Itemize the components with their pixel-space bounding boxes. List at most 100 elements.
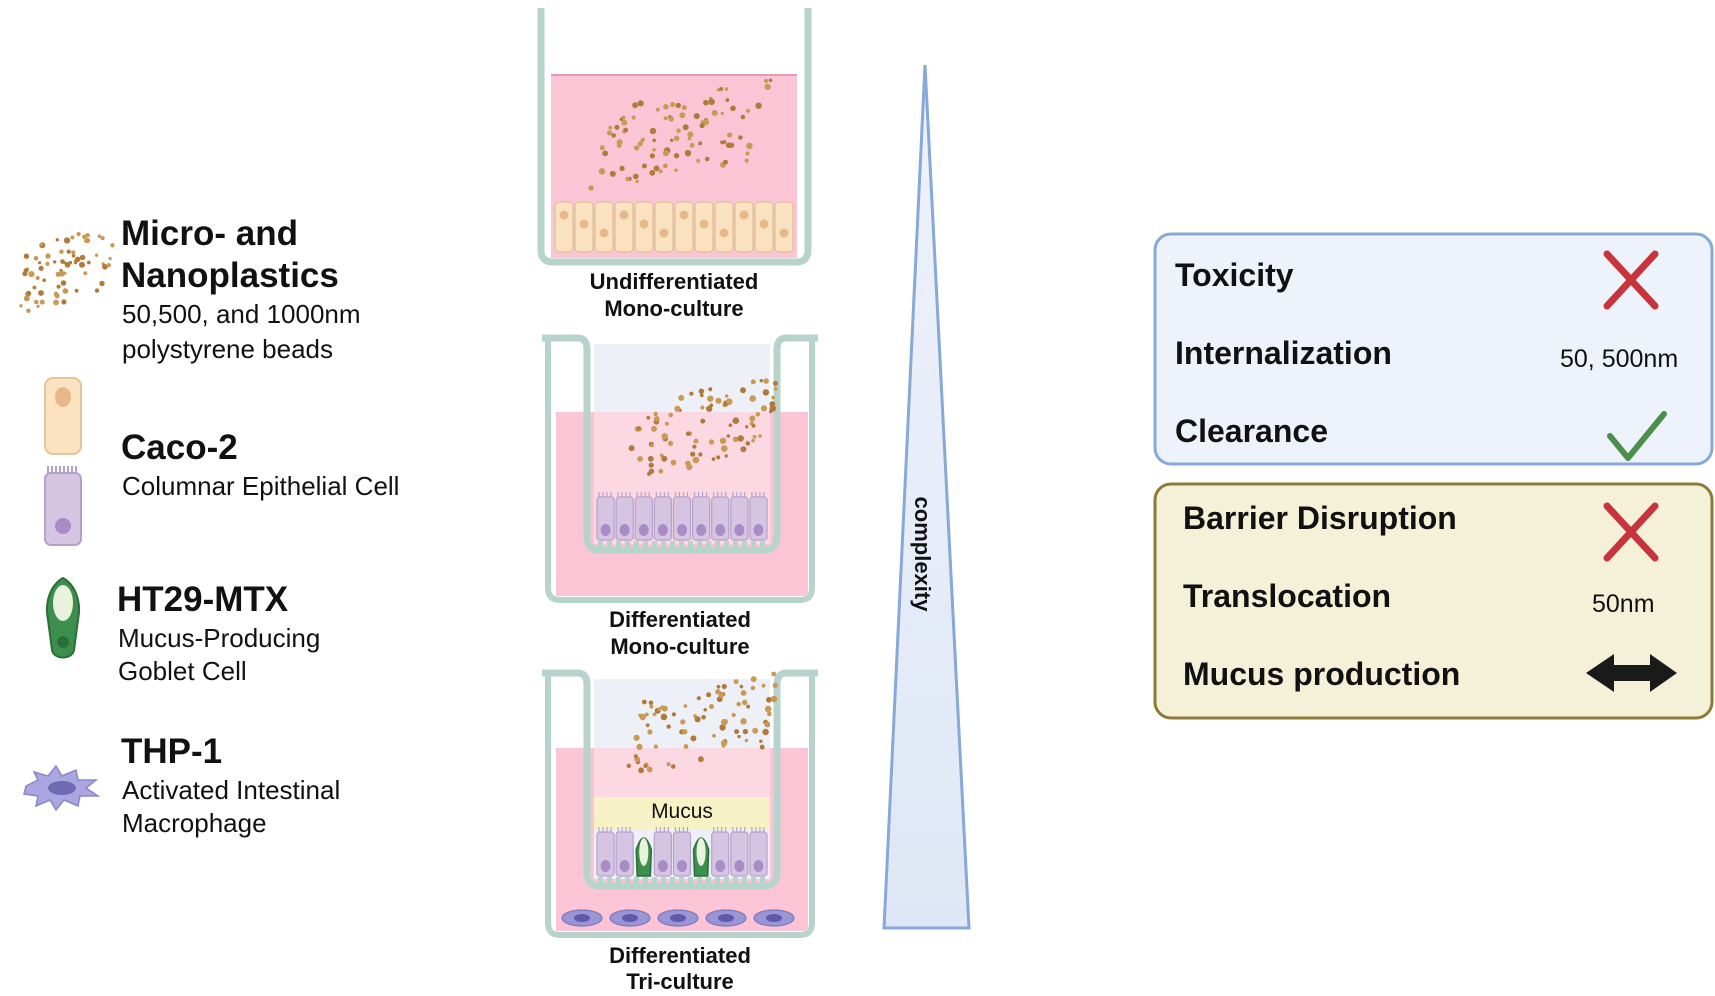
result-translocation-value: 50nm bbox=[1592, 590, 1655, 618]
legend-thp1-sub-2: Macrophage bbox=[122, 808, 267, 838]
bead bbox=[106, 263, 111, 268]
bead bbox=[719, 87, 723, 91]
bead bbox=[740, 718, 747, 725]
bead bbox=[719, 437, 727, 444]
bead bbox=[746, 142, 753, 149]
bead bbox=[28, 271, 35, 278]
cross-icon bbox=[1603, 502, 1659, 562]
bead bbox=[633, 754, 638, 759]
bead bbox=[744, 738, 749, 743]
bead bbox=[676, 128, 681, 133]
well-1-label-line-2: Mono-culture bbox=[604, 296, 744, 321]
bead bbox=[55, 238, 59, 242]
bead bbox=[33, 255, 39, 261]
bead bbox=[678, 394, 685, 401]
bead bbox=[773, 380, 778, 386]
bead bbox=[711, 457, 716, 461]
bead bbox=[94, 253, 99, 257]
bead bbox=[661, 455, 668, 462]
bead bbox=[45, 261, 50, 266]
bead bbox=[636, 743, 643, 751]
bead bbox=[660, 713, 668, 721]
bead bbox=[82, 234, 87, 239]
bead bbox=[670, 138, 674, 142]
caco2-cell bbox=[734, 201, 754, 253]
bead bbox=[772, 682, 778, 689]
bead bbox=[662, 150, 669, 157]
differentiated-cell-layer bbox=[596, 492, 768, 549]
bead bbox=[760, 405, 768, 412]
bead bbox=[83, 271, 88, 276]
check-icon bbox=[1607, 411, 1667, 461]
bead bbox=[764, 83, 771, 90]
bead-cluster bbox=[588, 78, 773, 191]
bead bbox=[663, 104, 669, 110]
bead bbox=[108, 256, 112, 261]
result-clearance-label: Clearance bbox=[1175, 413, 1328, 449]
bead bbox=[771, 395, 775, 400]
bead bbox=[759, 379, 763, 383]
bead bbox=[696, 158, 701, 163]
legend-ht29-sub-2: Goblet Cell bbox=[118, 656, 247, 686]
bead bbox=[19, 304, 23, 308]
bead bbox=[640, 138, 644, 143]
bead bbox=[616, 139, 623, 146]
bead bbox=[725, 98, 730, 102]
bead bbox=[732, 436, 739, 443]
results-box-yellow bbox=[1153, 482, 1714, 720]
bead bbox=[79, 254, 86, 261]
bead bbox=[745, 441, 751, 446]
bead bbox=[769, 409, 773, 414]
bead bbox=[66, 249, 71, 254]
bead bbox=[614, 124, 620, 130]
bead bbox=[750, 676, 757, 683]
bead bbox=[752, 727, 759, 734]
bead bbox=[699, 393, 704, 398]
well-differentiated-tri bbox=[542, 669, 818, 938]
bead bbox=[673, 135, 680, 142]
bead bbox=[38, 290, 44, 296]
legend-plastics-title-1: Micro- and bbox=[121, 214, 298, 253]
result-barrier-label: Barrier Disruption bbox=[1183, 500, 1457, 536]
bead bbox=[763, 378, 769, 384]
caco2-cell bbox=[714, 201, 734, 253]
bead bbox=[670, 764, 676, 769]
bead bbox=[736, 701, 741, 707]
bead bbox=[711, 109, 718, 116]
bead bbox=[75, 256, 81, 262]
bead bbox=[733, 679, 739, 685]
bead bbox=[674, 168, 678, 172]
legend-ht29-sub-1: Mucus-Producing bbox=[118, 623, 321, 653]
legend-thp1-title: THP-1 bbox=[121, 732, 223, 771]
legend-plastics-title-2: Nanoplastics bbox=[121, 256, 339, 295]
bead bbox=[56, 284, 61, 289]
bead bbox=[86, 260, 91, 265]
bead bbox=[701, 715, 706, 720]
bead bbox=[59, 249, 64, 254]
bead bbox=[635, 179, 639, 184]
bead bbox=[749, 395, 756, 402]
bead bbox=[628, 445, 635, 452]
bead bbox=[704, 156, 710, 162]
bead bbox=[645, 723, 650, 728]
bead bbox=[100, 236, 105, 241]
goblet-cell-icon bbox=[46, 576, 80, 659]
bead bbox=[740, 387, 746, 394]
caco2-cell-layer bbox=[554, 201, 794, 253]
bead bbox=[720, 111, 724, 116]
bead bbox=[751, 424, 756, 428]
bead bbox=[625, 176, 630, 182]
bead bbox=[708, 98, 715, 106]
legend-ht29-title: HT29-MTX bbox=[117, 580, 289, 619]
bead bbox=[725, 394, 729, 398]
bead bbox=[694, 716, 701, 723]
bead bbox=[698, 756, 704, 763]
bead bbox=[53, 299, 59, 306]
bead bbox=[690, 735, 697, 742]
bead bbox=[731, 712, 736, 718]
bead bbox=[76, 232, 81, 237]
caco2-differentiated-cell-icon bbox=[44, 466, 82, 546]
bead bbox=[692, 456, 700, 464]
bead bbox=[759, 744, 765, 750]
bead bbox=[23, 253, 30, 259]
